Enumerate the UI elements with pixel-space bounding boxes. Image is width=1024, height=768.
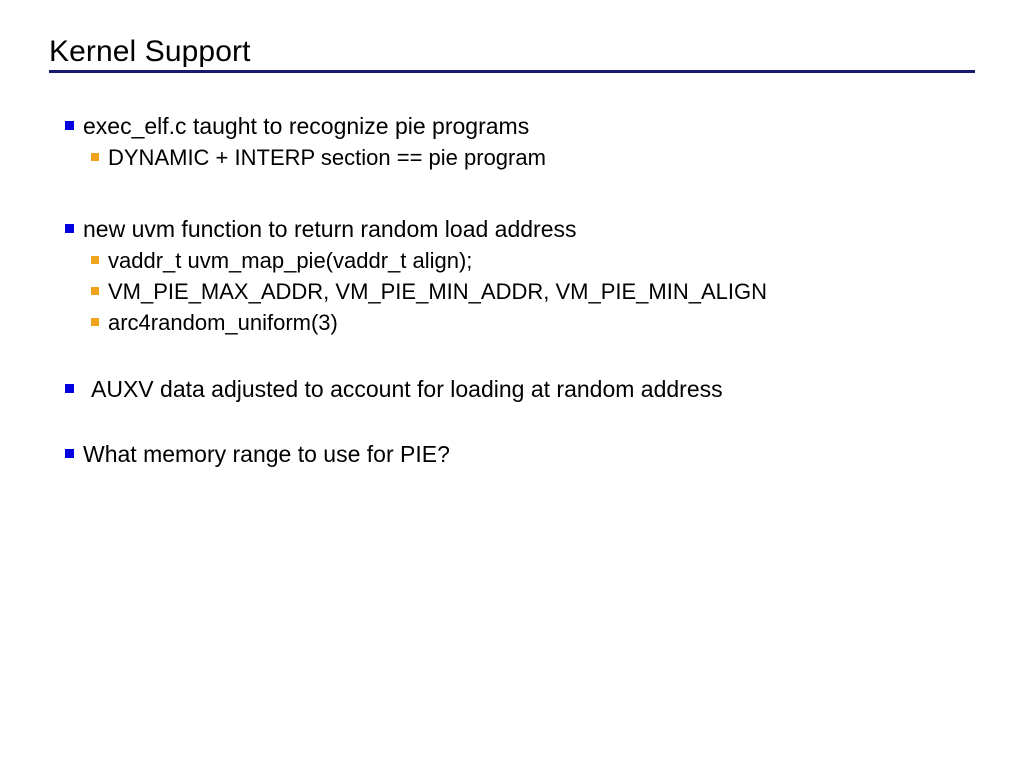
list-item: arc4random_uniform(3) — [0, 307, 1024, 338]
spacer — [0, 338, 1024, 373]
bullet-square-blue-icon — [65, 449, 74, 458]
list-item: VM_PIE_MAX_ADDR, VM_PIE_MIN_ADDR, VM_PIE… — [0, 276, 1024, 307]
list-item-label: exec_elf.c taught to recognize pie progr… — [83, 113, 530, 139]
bullet-square-orange-icon — [91, 318, 99, 326]
page-title: Kernel Support — [49, 35, 251, 68]
list-item: vaddr_t uvm_map_pie(vaddr_t align); — [0, 245, 1024, 276]
list-item: exec_elf.c taught to recognize pie progr… — [0, 110, 1024, 142]
bullet-square-blue-icon — [65, 224, 74, 233]
list-item-label: DYNAMIC + INTERP section == pie program — [108, 145, 546, 170]
list-item: AUXV data adjusted to account for loadin… — [0, 373, 1024, 405]
bullet-square-blue-icon — [65, 384, 74, 393]
bullet-list: exec_elf.c taught to recognize pie progr… — [0, 110, 1024, 470]
list-item: new uvm function to return random load a… — [0, 213, 1024, 245]
title-underline-rule — [49, 70, 975, 73]
list-item-label: vaddr_t uvm_map_pie(vaddr_t align); — [108, 248, 473, 273]
list-item: DYNAMIC + INTERP section == pie program — [0, 142, 1024, 173]
spacer — [0, 173, 1024, 213]
list-item-label: AUXV data adjusted to account for loadin… — [91, 376, 723, 402]
list-item: What memory range to use for PIE? — [0, 438, 1024, 470]
bullet-square-orange-icon — [91, 287, 99, 295]
bullet-square-orange-icon — [91, 153, 99, 161]
list-item-label: arc4random_uniform(3) — [108, 310, 338, 335]
list-item-label: VM_PIE_MAX_ADDR, VM_PIE_MIN_ADDR, VM_PIE… — [108, 279, 767, 304]
bullet-square-blue-icon — [65, 121, 74, 130]
bullet-square-orange-icon — [91, 256, 99, 264]
list-item-label: new uvm function to return random load a… — [83, 216, 577, 242]
list-item-label: What memory range to use for PIE? — [83, 441, 450, 467]
spacer — [0, 405, 1024, 438]
